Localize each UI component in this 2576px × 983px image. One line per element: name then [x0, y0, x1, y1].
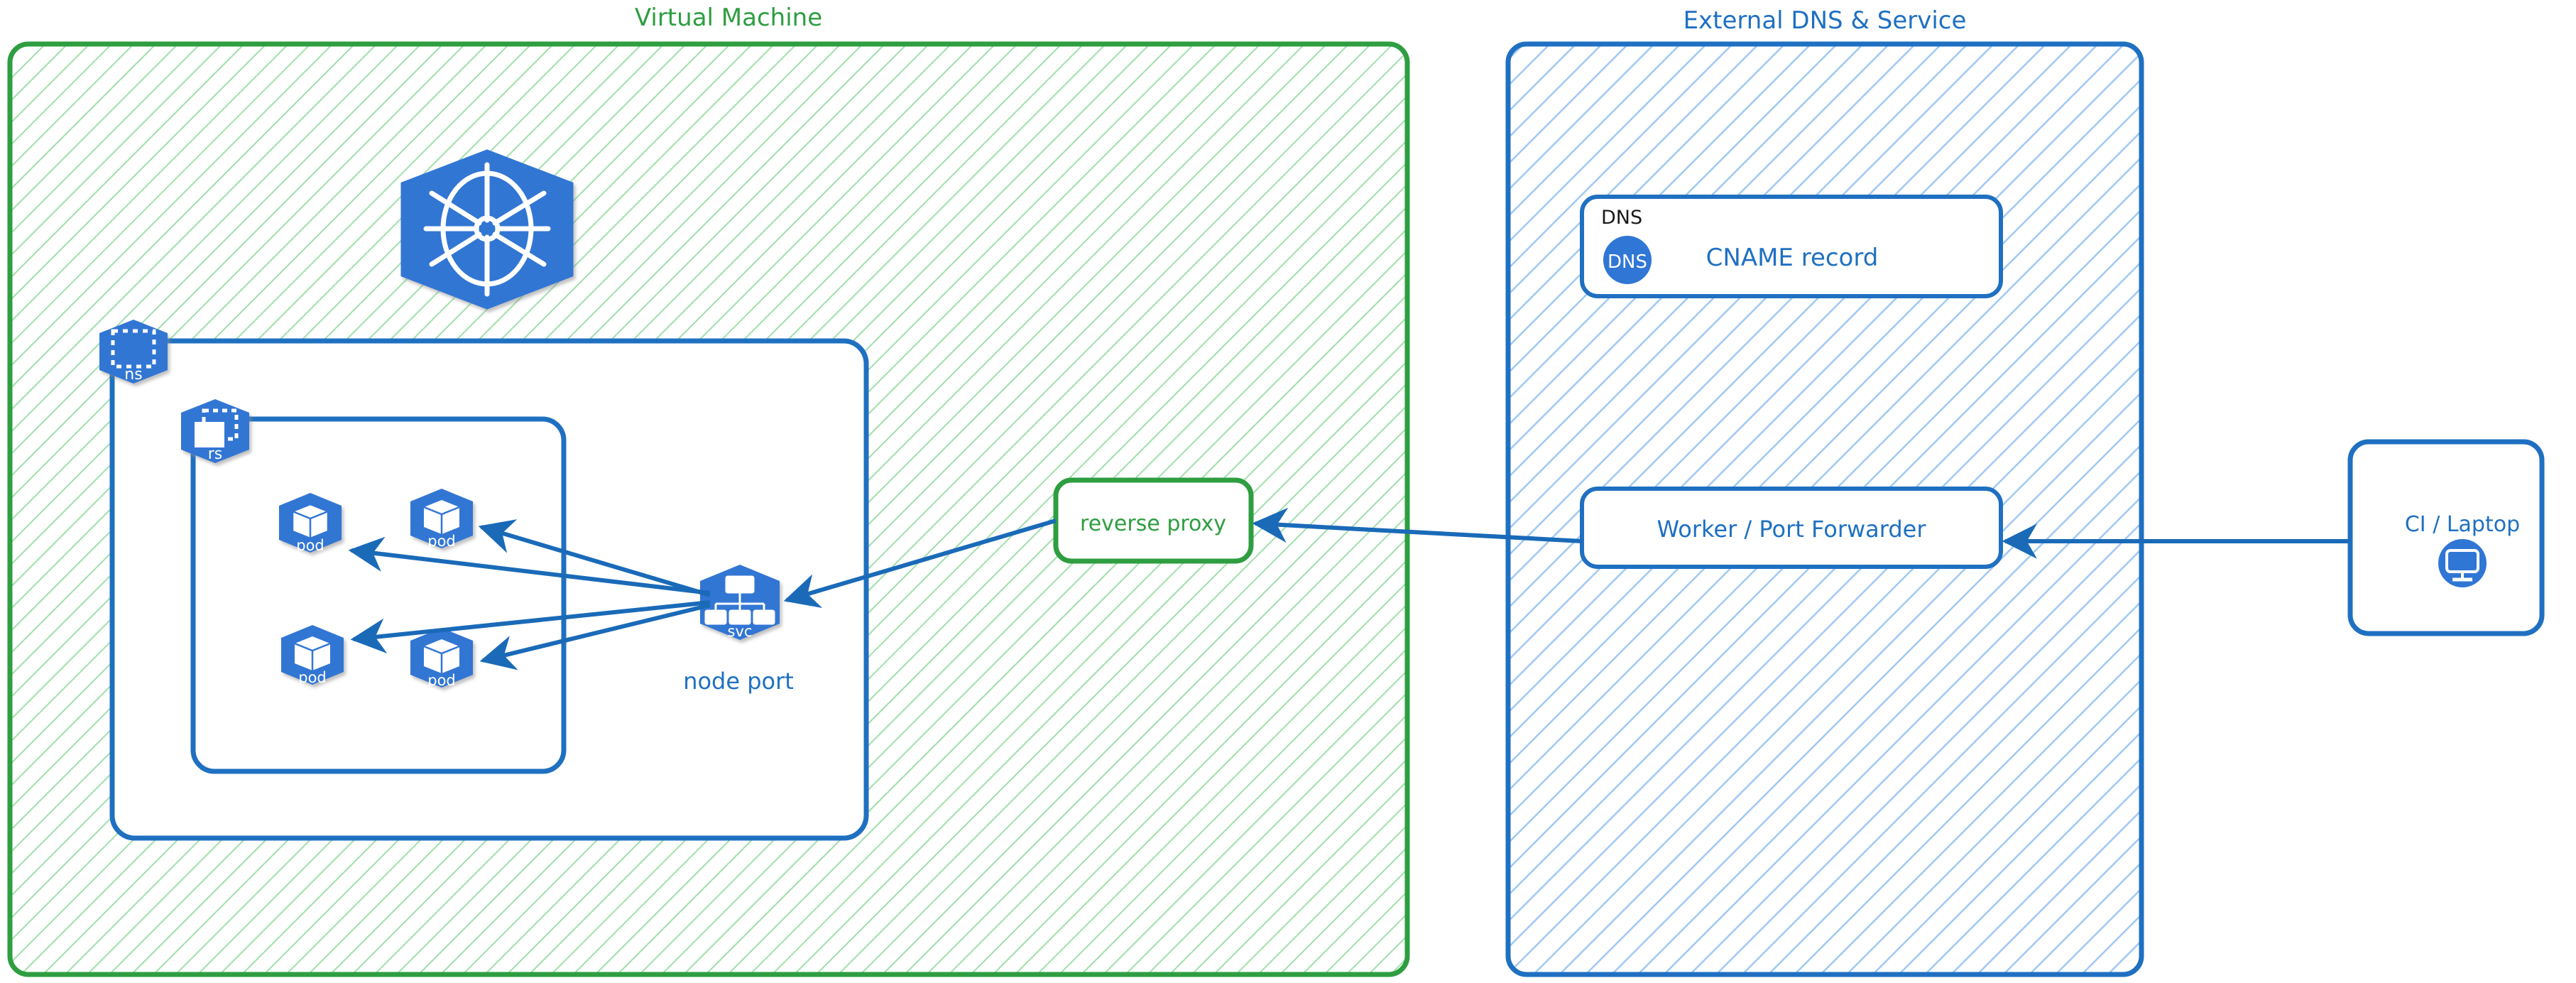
- pod-3-label: pod: [298, 669, 327, 686]
- svc-to-pod-2-edge: [478, 519, 711, 597]
- worker-card-label: Worker / Port Forwarder: [1657, 516, 1927, 543]
- pod-4[interactable]: [410, 628, 473, 688]
- namespace-label: ns: [124, 366, 142, 384]
- ci-laptop-box[interactable]: [2347, 439, 2545, 636]
- pod-cube-icon: [423, 639, 460, 673]
- dns-badge-label: DNS: [1608, 251, 1647, 273]
- pod-1-label: pod: [296, 537, 324, 554]
- pod-3[interactable]: [281, 625, 344, 685]
- replicaset-container: [190, 416, 567, 774]
- replicaset-solid-square-icon: [195, 422, 224, 447]
- namespace-dashed-square-icon: [111, 329, 156, 369]
- edge-layer: [348, 507, 2350, 670]
- dns-circle-icon: [1603, 236, 1652, 284]
- namespace-badge[interactable]: [99, 320, 168, 384]
- service-hierarchy-icon: [704, 575, 775, 625]
- pod-1[interactable]: [279, 493, 342, 553]
- node-port-caption: node port: [683, 668, 794, 695]
- svc-to-pod-4-edge: [479, 603, 711, 670]
- pod-cube-icon: [423, 500, 460, 534]
- dns-card[interactable]: [1580, 195, 2003, 298]
- pod-2[interactable]: [410, 489, 473, 548]
- monitor-desktop-icon: [2438, 539, 2487, 587]
- virtual-machine-zone-title: Virtual Machine: [635, 4, 822, 32]
- reverse-proxy-to-svc-edge: [783, 518, 1057, 608]
- cname-record-label: CNAME record: [1706, 244, 1879, 272]
- ci-laptop-label: CI / Laptop: [2405, 512, 2520, 537]
- kubernetes-helm-wheel-icon: [400, 149, 574, 310]
- svc-to-pod-1-edge: [348, 536, 711, 595]
- worker-to-reverse-proxy-edge: [1252, 507, 1583, 543]
- pod-cube-icon: [291, 503, 329, 540]
- replicaset-badge[interactable]: [181, 399, 249, 463]
- worker-card[interactable]: [1580, 487, 2003, 569]
- pod-cube-icon: [294, 636, 331, 670]
- pod-2-label: pod: [427, 533, 456, 550]
- service-label: svc: [728, 623, 753, 640]
- svc-to-pod-3-edge: [350, 600, 711, 653]
- dns-group-label: DNS: [1601, 207, 1642, 229]
- pod-4-label: pod: [427, 672, 456, 689]
- reverse-proxy-label: reverse proxy: [1080, 511, 1226, 536]
- service-node[interactable]: [700, 565, 780, 640]
- external-zone-title: External DNS & Service: [1683, 6, 1967, 35]
- replicaset-label: rs: [208, 445, 223, 463]
